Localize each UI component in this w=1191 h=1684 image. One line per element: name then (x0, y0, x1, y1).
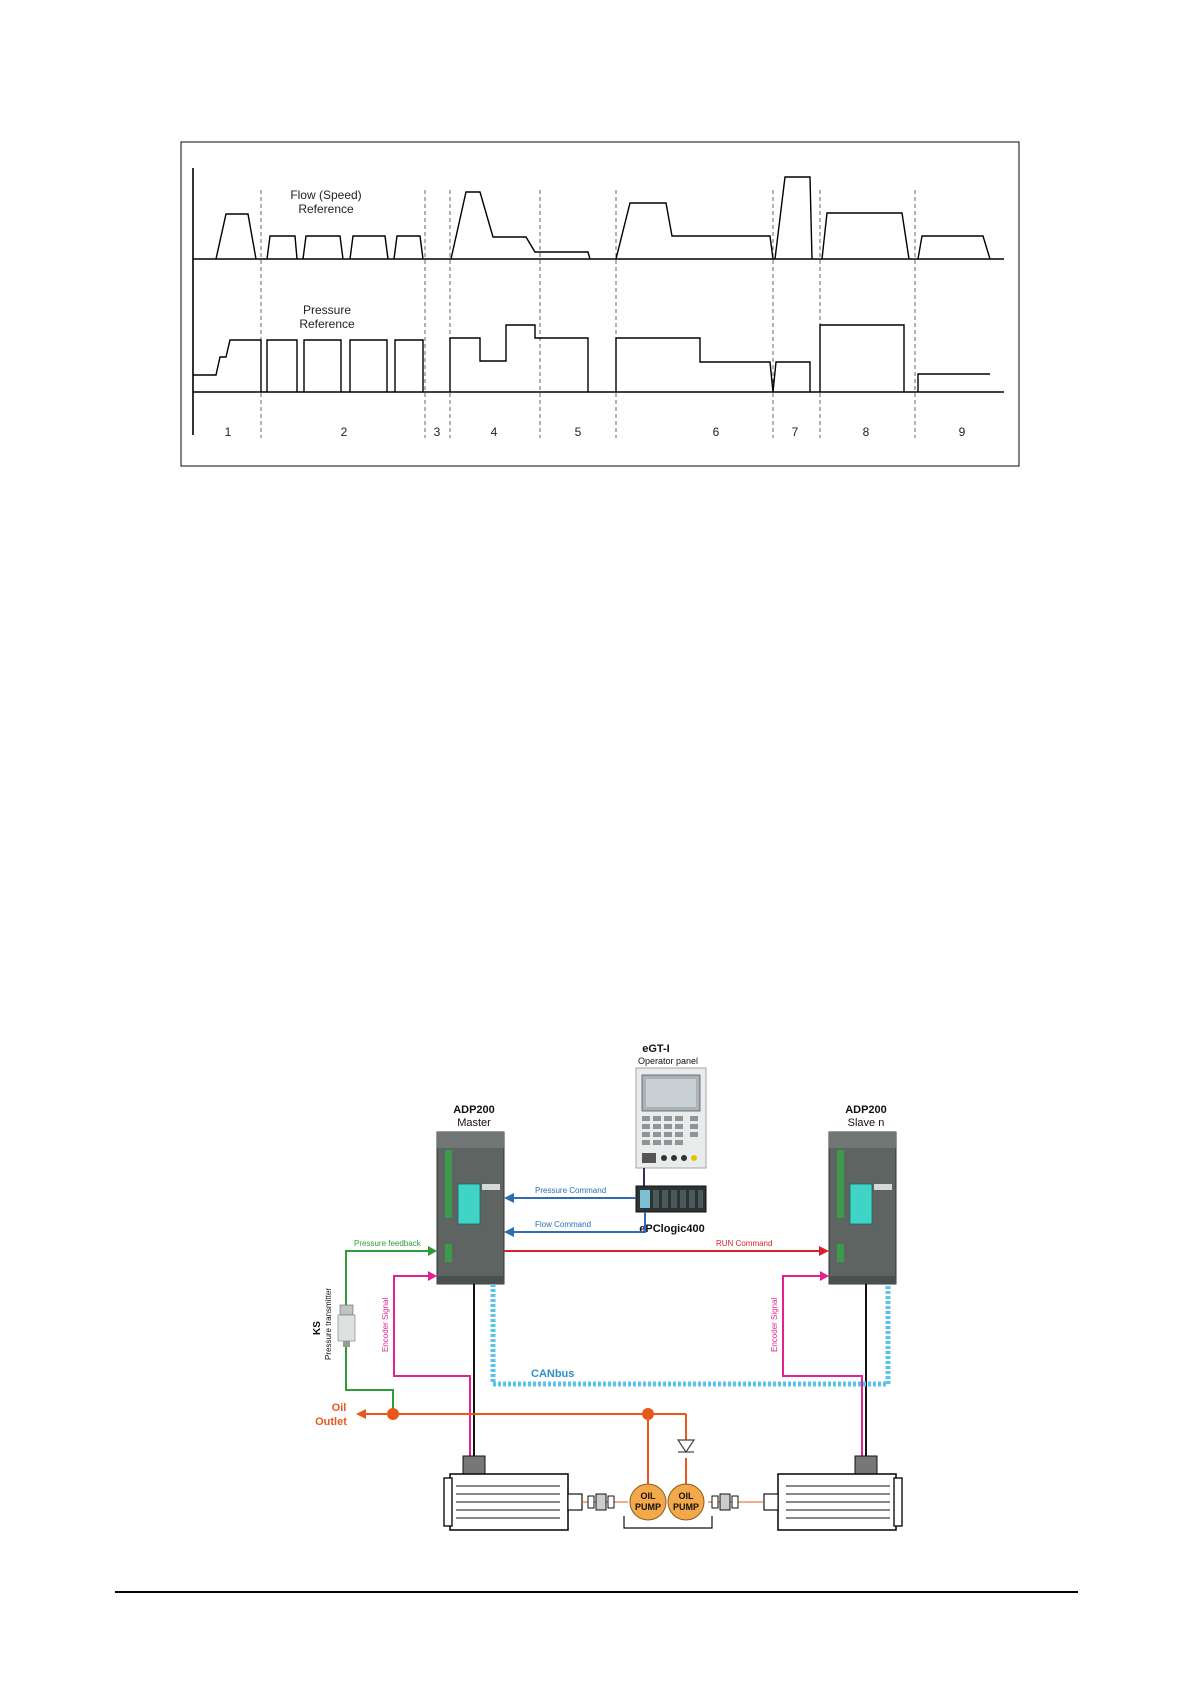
pressure-transmitter-device (338, 1305, 355, 1347)
phase-number: 8 (863, 425, 870, 439)
phase-number: 5 (575, 425, 582, 439)
timing-diagram: Flow (Speed) Reference Pressure Referenc… (0, 0, 1191, 480)
run-command-label: RUN Command (716, 1239, 772, 1248)
oil-pump-right-label: OIL (679, 1491, 695, 1501)
flow-command-line (512, 1212, 645, 1232)
phase-number: 4 (491, 425, 498, 439)
master-name: ADP200 (453, 1104, 495, 1116)
operator-panel-name: eGT-I (642, 1043, 670, 1055)
oil-outlet-arrow (356, 1409, 366, 1419)
coupling-left (582, 1494, 628, 1510)
pressure-feedback-label: Pressure feedback (354, 1239, 422, 1248)
phase-number: 2 (341, 425, 348, 439)
pressure-command-arrow (504, 1193, 514, 1203)
canbus-label: CANbus (531, 1368, 574, 1380)
phase-number: 3 (434, 425, 441, 439)
canbus-line (493, 1284, 888, 1384)
oil-pump-right (668, 1484, 704, 1520)
oil-pump-left-label: OIL (641, 1491, 657, 1501)
oil-pump-left-label-2: PUMP (635, 1502, 661, 1512)
pressure-feedback-arrow (428, 1246, 437, 1256)
pressure-feedback-line (346, 1251, 430, 1305)
oil-pump-left (630, 1484, 666, 1520)
operator-panel-device (636, 1068, 706, 1168)
coupling-right (708, 1494, 764, 1510)
master-role: Master (457, 1117, 491, 1129)
encoder-signal-line-master (394, 1276, 470, 1458)
flow-reference-label-2: Reference (298, 202, 354, 216)
oil-outlet-label: Oil (332, 1402, 347, 1414)
pump-base (624, 1516, 712, 1528)
pressure-reference-label-2: Reference (299, 317, 355, 331)
master-motor (444, 1456, 582, 1530)
phase-number: 1 (225, 425, 232, 439)
encoder-signal-label-master: Encoder Signal (381, 1298, 390, 1352)
oil-outlet-label-2: Outlet (315, 1416, 347, 1428)
footer-rule (115, 1591, 1078, 1593)
slave-drive (829, 1132, 896, 1284)
oil-junction (387, 1408, 399, 1420)
pressure-command-label: Pressure Command (535, 1186, 606, 1195)
master-drive (437, 1132, 504, 1284)
encoder-signal-line-slave (783, 1276, 862, 1458)
phase-number: 7 (792, 425, 799, 439)
phase-number: 6 (713, 425, 720, 439)
encoder-signal-arrow-slave (820, 1271, 829, 1281)
oil-junction (642, 1408, 654, 1420)
encoder-signal-arrow-master (428, 1271, 437, 1281)
flow-command-label: Flow Command (535, 1220, 591, 1229)
slave-role: Slave n (848, 1117, 885, 1129)
phase-number: 9 (959, 425, 966, 439)
ks-label: KS (312, 1321, 323, 1335)
plc-label: ePClogic400 (639, 1223, 704, 1235)
flow-reference-label: Flow (Speed) (290, 188, 361, 202)
pressure-feedback-line-lower (346, 1345, 393, 1414)
run-command-arrow (819, 1246, 829, 1256)
encoder-signal-label-slave: Encoder Signal (770, 1298, 779, 1352)
pressure-reference-label: Pressure (303, 303, 351, 317)
oil-pump-right-label-2: PUMP (673, 1502, 699, 1512)
operator-panel-desc: Operator panel (638, 1056, 698, 1066)
plc-device (636, 1186, 706, 1212)
slave-name: ADP200 (845, 1104, 887, 1116)
flow-command-arrow (504, 1227, 514, 1237)
check-valve-icon (678, 1440, 694, 1452)
slave-motor (764, 1456, 902, 1530)
pressure-transmitter-label: Pressure transmitter (324, 1288, 333, 1360)
